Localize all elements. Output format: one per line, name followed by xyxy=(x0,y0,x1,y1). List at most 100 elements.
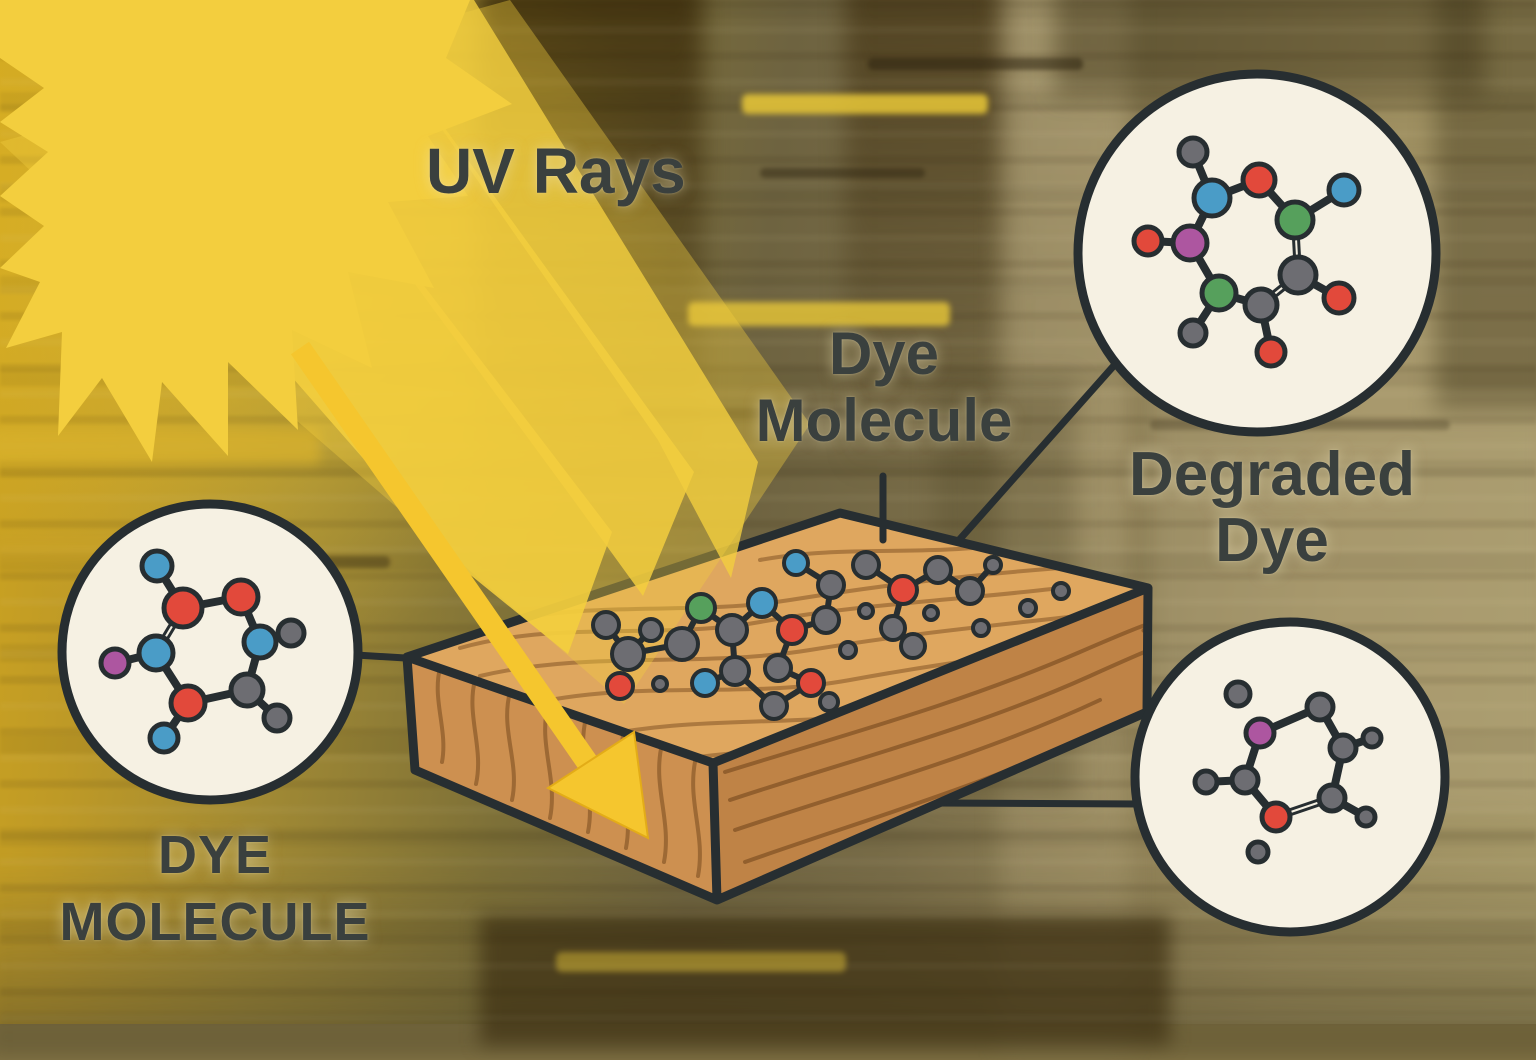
red-atom xyxy=(1259,800,1293,834)
green-atom xyxy=(1199,273,1239,313)
dye-molecule-inset xyxy=(57,499,363,805)
red-atom xyxy=(887,574,919,606)
red-atom xyxy=(168,683,208,723)
inset-circles xyxy=(57,69,1450,937)
surface-molecules xyxy=(591,549,1071,721)
uv-rays-label: UV Rays xyxy=(426,135,686,207)
dye-molecule-caption-line1: DYE xyxy=(157,825,273,885)
purple-atom xyxy=(98,646,132,680)
green-atom xyxy=(685,592,717,624)
gray-atom xyxy=(983,555,1003,575)
gray-atom xyxy=(955,576,985,606)
gray-atom xyxy=(1327,732,1359,764)
uv-arrow-head xyxy=(545,730,650,840)
gray-atom xyxy=(838,640,858,660)
dye-molecule-label-line1: Dye xyxy=(828,320,940,387)
yellow-streak xyxy=(556,952,846,972)
gray-atom xyxy=(1304,691,1336,723)
gray-atom xyxy=(1354,805,1378,829)
degraded-dye-inset xyxy=(1073,69,1441,437)
gray-atom xyxy=(1192,768,1220,796)
gray-atom xyxy=(591,610,621,640)
gray-atom xyxy=(816,570,846,600)
gray-atom xyxy=(1316,782,1348,814)
blue-atom xyxy=(241,623,279,661)
red-atom xyxy=(1240,161,1278,199)
gray-atom xyxy=(857,602,875,620)
blue-atom xyxy=(147,721,181,755)
gray-atom xyxy=(651,675,669,693)
background-band xyxy=(480,915,1170,1045)
green-atom xyxy=(1274,199,1316,241)
gray-atom xyxy=(922,604,940,622)
wood-right-face xyxy=(713,588,1148,900)
uv-dye-diagram xyxy=(0,0,1450,937)
degraded-fragments-inset-circle xyxy=(1130,617,1450,937)
red-atom xyxy=(1254,335,1288,369)
gray-atom xyxy=(275,617,307,649)
red-atom xyxy=(161,586,205,630)
dark-streak xyxy=(620,408,855,418)
gray-atom xyxy=(638,617,664,643)
dark-streak xyxy=(868,58,1083,70)
gray-atom xyxy=(763,653,793,683)
blue-atom xyxy=(139,548,175,584)
gray-atom xyxy=(1229,764,1261,796)
gray-atom xyxy=(879,614,907,642)
blue-atom xyxy=(136,633,176,673)
gray-atom xyxy=(1242,286,1280,324)
gray-atom xyxy=(1051,581,1071,601)
gray-atom xyxy=(923,555,953,585)
uv-beam xyxy=(352,0,758,578)
dye-molecule-caption-line2: MOLECULE xyxy=(59,891,371,952)
blue-atom xyxy=(1326,172,1362,208)
gray-atom xyxy=(261,702,293,734)
dye-molecule-label: Dye Molecule xyxy=(684,320,1084,454)
dye-molecule-label-line2: Molecule xyxy=(755,387,1013,455)
dark-streak xyxy=(760,168,925,178)
gray-atom xyxy=(228,671,266,709)
red-atom xyxy=(776,614,808,646)
gray-atom xyxy=(759,691,789,721)
gray-atom xyxy=(1018,598,1038,618)
uv-rays-group xyxy=(0,0,810,840)
dye-molecule-caption: DYE MOLECULE xyxy=(10,822,420,956)
sunburst xyxy=(0,0,512,462)
gray-atom xyxy=(1277,254,1319,296)
gray-atom xyxy=(851,550,881,580)
gray-atom xyxy=(1360,726,1384,750)
degraded-dye-inset-circle xyxy=(1073,69,1441,437)
blue-atom xyxy=(1191,177,1233,219)
uv-arrow xyxy=(290,341,650,840)
red-atom xyxy=(1131,224,1165,258)
degraded-dye-label-line1: Degraded xyxy=(1129,440,1415,509)
gray-atom xyxy=(811,605,841,635)
purple-atom xyxy=(1243,716,1277,750)
degraded-dye-label-line2: Dye xyxy=(1215,505,1329,575)
uv-arrow-shaft xyxy=(290,341,604,779)
gray-atom xyxy=(899,632,927,660)
red-atom xyxy=(796,668,826,698)
red-atom xyxy=(1321,280,1357,316)
connector-fragments-inset xyxy=(934,799,1146,808)
blue-atom xyxy=(746,587,778,619)
yellow-streak xyxy=(742,94,988,114)
wood-outline xyxy=(402,508,1153,905)
purple-atom xyxy=(1170,223,1210,263)
gray-atom xyxy=(1223,679,1253,709)
yellow-streak xyxy=(688,302,950,326)
yellow-streak xyxy=(0,428,320,464)
blue-atom xyxy=(690,668,720,698)
connector-degraded-inset xyxy=(948,357,1122,552)
gray-atom xyxy=(1177,317,1209,349)
gray-atom xyxy=(818,691,840,713)
background-band xyxy=(845,0,1010,480)
red-atom xyxy=(221,577,261,617)
gray-atom xyxy=(1245,839,1271,865)
degraded-dye-label: Degraded Dye xyxy=(1072,442,1472,573)
blue-atom xyxy=(782,549,810,577)
red-atom xyxy=(605,671,635,701)
gray-atom xyxy=(971,618,991,638)
gray-atom xyxy=(715,613,749,647)
degraded-fragments-inset xyxy=(1130,617,1450,937)
